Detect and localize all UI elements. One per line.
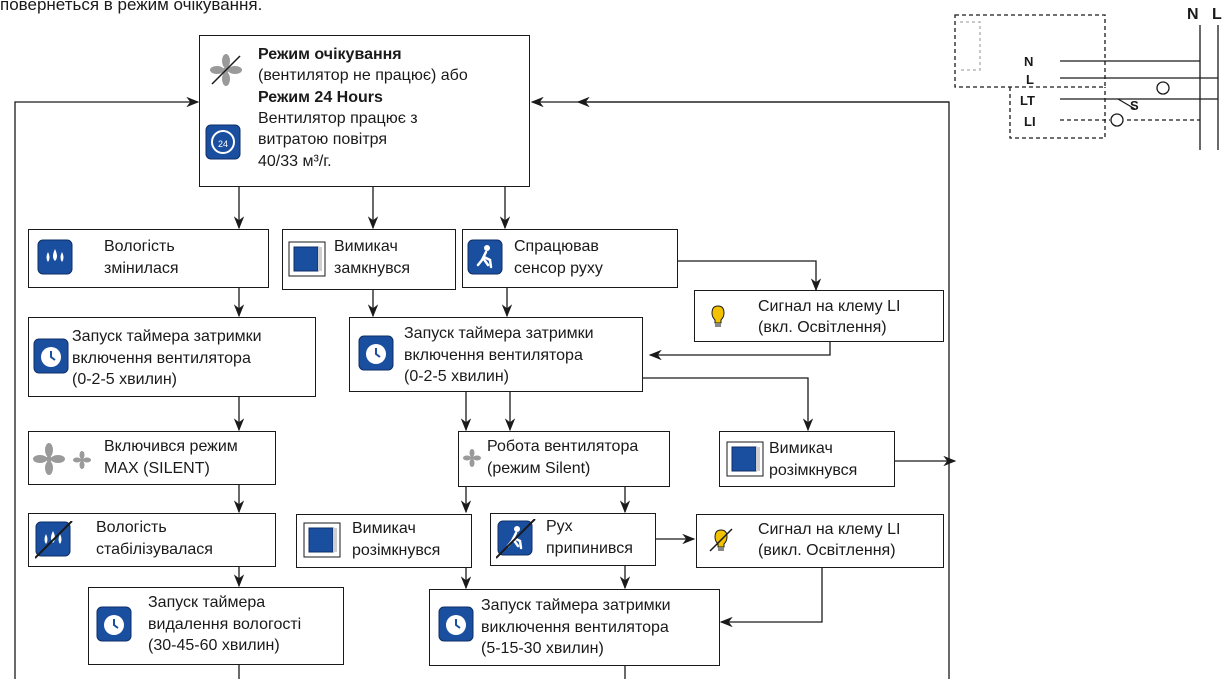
motion-off-icon [495, 518, 536, 564]
fan-off-icon [210, 54, 242, 91]
motion-stopped-l1: Рух [546, 518, 573, 535]
wiring-diagram: N L N L LT LI S [950, 0, 1223, 150]
max-mode-l1: Включився режим [104, 438, 238, 455]
timer-off-l2: виключення вентилятора [481, 619, 669, 636]
timer-icon [438, 606, 474, 647]
fan-silent-l1: Робота вентилятора [487, 438, 639, 455]
timer-on-center-box [349, 317, 643, 392]
timer-24-icon: 24 [205, 124, 241, 165]
lamp-on-icon [706, 303, 730, 334]
timer-off-box [429, 589, 720, 666]
header-text: повернеться в режим очікування. [0, 0, 263, 14]
timer-humidity-l1: Запуск таймера [148, 594, 266, 611]
humidity-changed-l1: Вологість [104, 238, 175, 255]
signal-li-off-box [696, 514, 944, 568]
fan-small-icon [463, 449, 481, 472]
terminal-n: N [1024, 54, 1034, 69]
wiring-lines [954, 14, 1219, 150]
timer-on-center-l3: (0-2-5 хвилин) [404, 368, 509, 385]
fan-icon [33, 443, 65, 480]
fan-silent-box [458, 431, 670, 487]
terminal-lt: LT [1020, 93, 1035, 108]
signal-li-off-l1: Сигнал на клему LI [758, 521, 901, 538]
lamp-off-icon [708, 527, 734, 558]
standby-line5: витратою повітря [258, 131, 388, 148]
switch-icon [288, 241, 326, 282]
switch-opened-center-l2: розімкнувся [352, 542, 441, 559]
timer-on-left-l2: включення вентилятора [72, 350, 251, 367]
motion-triggered-l2: сенсор руху [514, 260, 603, 277]
humidity-stable-l2: стабілізувалася [96, 541, 213, 558]
signal-li-off-l2: (викл. Освітлення) [758, 542, 896, 559]
fan-small-icon [73, 451, 91, 474]
signal-li-on-l1: Сигнал на клему LI [758, 298, 901, 315]
humidity-off-icon [34, 520, 73, 564]
timer-on-left-box [28, 317, 316, 397]
timer-on-left-l1: Запуск таймера затримки [72, 328, 262, 345]
switch-closed-l1: Вимикач [334, 238, 398, 255]
timer-on-center-l2: включення вентилятора [404, 347, 583, 364]
switch-opened-right-l2: розімкнувся [769, 462, 858, 479]
switch-opened-right-l1: Вимикач [769, 440, 833, 457]
switch-opened-center-l1: Вимикач [352, 520, 416, 537]
wiring-label-n: N [1187, 6, 1199, 23]
switch-icon [726, 441, 764, 482]
motion-icon [467, 239, 503, 280]
standby-title: Режим очікування [258, 46, 402, 63]
fan-silent-l2: (режим Silent) [487, 460, 591, 477]
timer-off-l1: Запуск таймера затримки [481, 597, 671, 614]
standby-24h-title: Режим 24 Hours [258, 89, 383, 106]
switch-closed-l2: замкнувся [334, 260, 411, 277]
humidity-changed-l2: змінилася [104, 260, 179, 277]
standby-line2: (вентилятор не працює) або [258, 67, 468, 84]
timer-icon [358, 335, 394, 376]
motion-stopped-l2: припинився [546, 540, 633, 557]
standby-line6: 40/33 м³/г. [258, 153, 332, 170]
svg-text:24: 24 [218, 139, 228, 149]
terminal-li: LI [1024, 114, 1036, 129]
timer-on-left-l3: (0-2-5 хвилин) [72, 371, 177, 388]
humidity-stable-l1: Вологість [96, 519, 167, 536]
timer-humidity-l3: (30-45-60 хвилин) [148, 637, 280, 654]
max-mode-l2: MAX (SILENT) [104, 460, 210, 477]
wiring-label-l: L [1212, 6, 1222, 23]
standby-line4: Вентилятор працює з [258, 110, 418, 127]
switch-icon [303, 522, 341, 563]
timer-on-center-l1: Запуск таймера затримки [404, 325, 594, 342]
standby-box [199, 35, 530, 187]
timer-icon [96, 606, 132, 647]
terminal-l: L [1026, 72, 1034, 87]
switch-label: S [1130, 98, 1139, 113]
signal-li-on-box [694, 290, 944, 342]
signal-li-on-l2: (вкл. Освітлення) [758, 319, 887, 336]
timer-off-l3: (5-15-30 хвилин) [481, 640, 604, 657]
humidity-icon [37, 239, 73, 280]
max-mode-box [28, 431, 276, 485]
motion-triggered-l1: Спрацював [514, 238, 599, 255]
timer-icon [33, 338, 69, 379]
timer-humidity-l2: видалення вологості [148, 616, 302, 633]
